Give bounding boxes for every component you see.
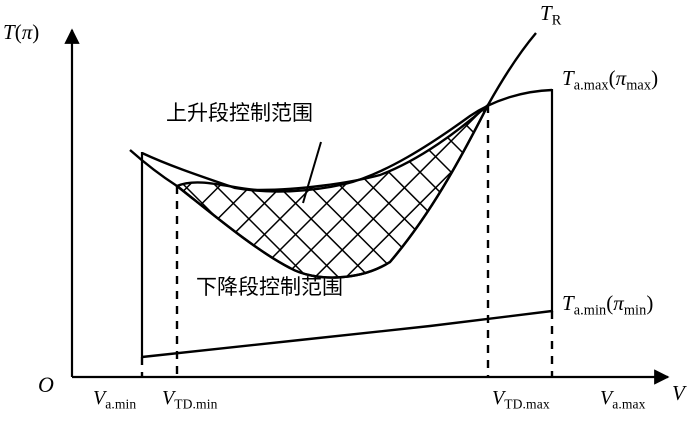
x-tick-label-v-tdmax-sub: TD.max [504,396,550,412]
y-axis-paren-close: ) [32,20,40,44]
x-tick-label-v-tdmax-base: V [492,387,505,409]
axis-lines [64,28,670,385]
curve-label-ta-min-base: T [562,291,574,315]
curve-label-tr-sub: R [551,12,562,29]
curve-label-tr-base: T [540,1,552,25]
x-tick-label-v-tdmin-base: V [162,387,175,409]
curve-label-ta-min-arg-sub: min [623,302,647,319]
x-tick-label-v-amin-base: V [93,387,106,409]
y-axis-label-base: T [3,20,15,44]
curve-label-ta-max-paren-open: ( [608,66,616,90]
x-tick-label-v-tdmax: VTD.max [492,388,550,411]
curve-ta-min [141,309,553,359]
x-tick-label-v-tdmin-sub: TD.min [174,396,218,412]
x-tick-label-v-amin-sub: a.min [105,396,137,412]
y-axis-label-arg: π [21,20,33,44]
curve-label-tr: TR [540,3,561,28]
annotation-falling-segment: 下降段控制范围 [196,275,343,299]
x-tick-label-v-amin: Va.min [93,388,136,411]
curve-label-ta-max-arg: π [615,66,627,90]
origin-label: O [38,372,54,397]
y-axis-label: T(π) [3,22,39,43]
x-tick-label-v-amax: Va.max [600,388,646,411]
annotation-leader-line [302,141,322,204]
x-tick-label-v-amax-base: V [600,387,613,409]
y-axis-paren-open: ( [14,20,22,44]
x-tick-label-v-tdmin: VTD.min [162,388,218,411]
curve-label-ta-max-sub: a.max [573,77,609,94]
curve-label-ta-min-paren-close: ) [646,291,654,315]
dashed-reference-lines [140,105,554,377]
curve-label-ta-min-arg: π [613,291,624,315]
x-axis-label: V [672,381,685,405]
curve-label-ta-min: Ta.min(πmin) [562,293,653,318]
annotation-rising-segment: 上升段控制范围 [166,101,313,125]
x-tick-label-v-amax-sub: a.max [612,396,646,412]
curve-label-ta-max-paren-close: ) [651,66,659,90]
curve-label-ta-max: Ta.max(πmax) [562,68,658,93]
curve-label-ta-min-paren-open: ( [606,291,614,315]
curve-label-ta-max-arg-sub: max [626,77,652,94]
curve-label-ta-min-sub: a.min [573,302,607,319]
curve-label-ta-max-base: T [562,66,574,90]
